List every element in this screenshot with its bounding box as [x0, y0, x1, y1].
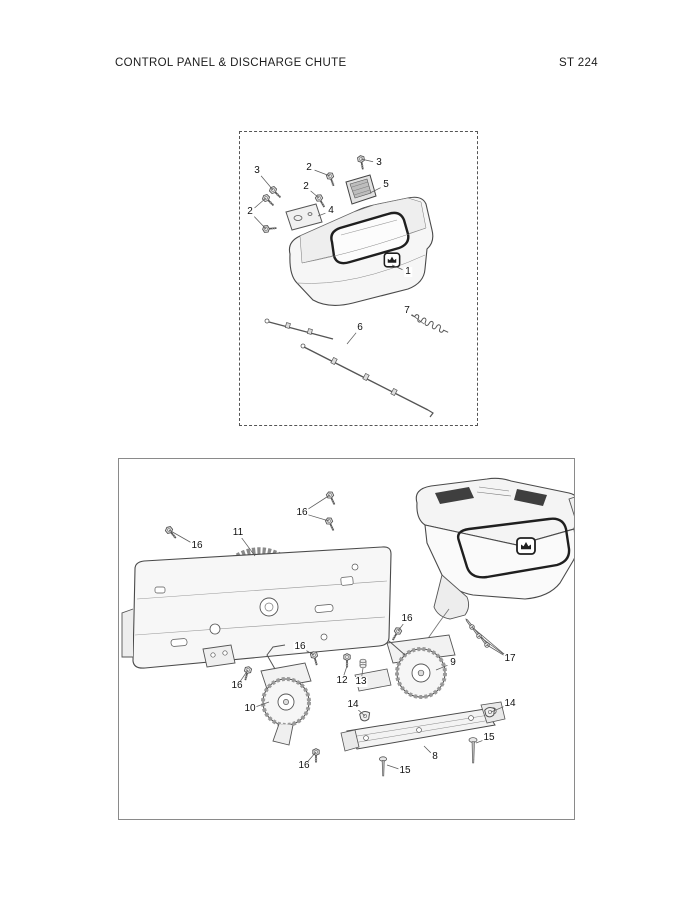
part-16-bolt-icon — [241, 665, 253, 682]
part-15-carriage-bolt — [379, 756, 387, 777]
discharge-chute-diagram: 16 16 11 16 16 12 13 16 9 17 10 14 14 16 8 15 15 — [118, 458, 575, 820]
callout-1: 1 — [404, 266, 412, 277]
part-16-bolt-icon — [163, 524, 180, 541]
part-16-bolt-icon — [311, 747, 321, 764]
part-5-plate — [345, 174, 377, 205]
callout-4: 4 — [327, 205, 335, 216]
part-10-chute-rotator-bracket — [260, 644, 312, 746]
part-17-screw-icon — [470, 626, 483, 640]
callout-13: 13 — [354, 676, 368, 687]
control-panel-exploded-diagram: 3 2 3 2 5 4 2 1 7 6 — [239, 131, 478, 426]
callout-3: 3 — [375, 157, 383, 168]
callout-2: 2 — [305, 162, 313, 173]
part-12-bolt-icon — [342, 652, 352, 669]
callout-12: 12 — [335, 675, 349, 686]
callout-5: 5 — [382, 179, 390, 190]
callout-14: 14 — [346, 699, 360, 710]
callout-16: 16 — [230, 680, 244, 691]
part-9-chute-rotator-bracket — [354, 634, 456, 699]
callout-16: 16 — [297, 760, 311, 771]
callout-16: 16 — [400, 613, 414, 624]
part-3-bolt-icon — [356, 154, 367, 171]
part-16-bolt-icon — [389, 625, 404, 643]
callout-6: 6 — [356, 322, 364, 333]
part-7-cable-spring — [410, 314, 449, 333]
part-2-bolt-icon — [324, 170, 338, 188]
callout-16: 16 — [293, 641, 307, 652]
page-title: CONTROL PANEL & DISCHARGE CHUTE — [115, 57, 347, 69]
brand-logo-icon — [516, 537, 536, 555]
part-1-control-panel — [288, 196, 434, 306]
model-number: ST 224 — [559, 57, 598, 69]
part-15-carriage-bolt — [468, 737, 478, 764]
callout-16: 16 — [190, 540, 204, 551]
brand-logo-icon — [383, 252, 401, 268]
page-header: CONTROL PANEL & DISCHARGE CHUTE ST 224 — [115, 57, 598, 69]
part-8-mounting-bar — [340, 701, 506, 752]
callout-11: 11 — [231, 527, 245, 538]
part-2-bolt-icon — [260, 192, 277, 209]
frame-bracket — [202, 644, 236, 668]
callout-8: 8 — [431, 751, 439, 762]
callout-14: 14 — [503, 698, 517, 709]
callout-3: 3 — [253, 165, 261, 176]
part-16-bolt-icon — [324, 489, 339, 507]
part-16-bolt-icon — [323, 515, 338, 533]
part-14-clip-icon — [358, 710, 372, 722]
callout-9: 9 — [449, 657, 457, 668]
callout-16: 16 — [295, 507, 309, 518]
callout-15: 15 — [482, 732, 496, 743]
part-13-spacer — [359, 658, 367, 669]
control-panel-exploded-art — [260, 154, 449, 418]
callout-2: 2 — [246, 206, 254, 217]
callout-15: 15 — [398, 765, 412, 776]
callout-17: 17 — [503, 653, 517, 664]
callout-10: 10 — [243, 703, 257, 714]
part-6-control-rods — [264, 318, 434, 418]
frame-panel — [121, 546, 392, 669]
part-3-bolt-icon — [267, 184, 284, 201]
part-16-bolt-icon — [309, 650, 321, 667]
part-4-bracket — [285, 203, 323, 231]
callout-7: 7 — [403, 305, 411, 316]
part-17-screw-icon — [478, 635, 491, 649]
part-2-bolt-icon — [261, 224, 278, 234]
control-panel-assembly — [415, 477, 574, 650]
discharge-chute-art — [121, 477, 574, 777]
callout-2: 2 — [302, 181, 310, 192]
